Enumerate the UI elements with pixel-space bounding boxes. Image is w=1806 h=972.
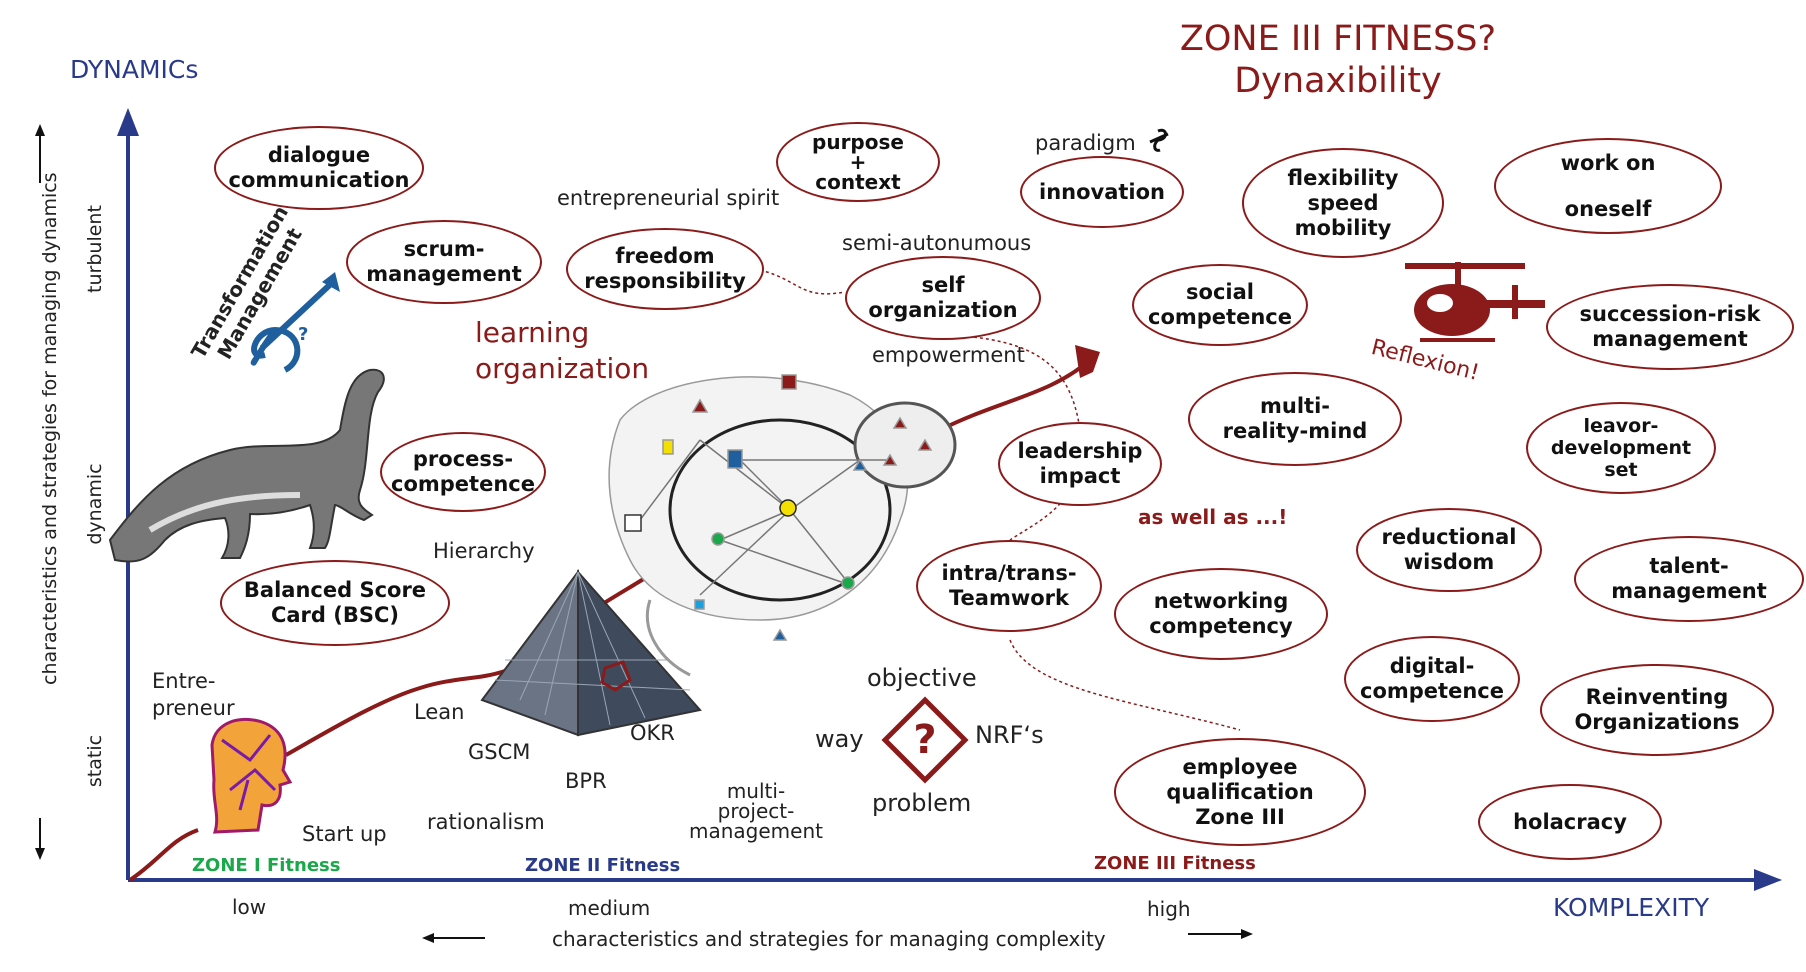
x-axis-arrowhead	[1754, 869, 1782, 891]
way-label: way	[815, 725, 864, 753]
zone-2-label: ZONE II Fitness	[525, 855, 681, 876]
pyramid-icon	[480, 569, 702, 737]
bubble-intra-trans-teamwork: intra/trans- Teamwork	[916, 540, 1102, 632]
okr-label: OKR	[630, 721, 675, 745]
bubble-digital-competence: digital- competence	[1344, 636, 1520, 722]
bubble-leavor-development-set: leavor- development set	[1526, 402, 1716, 494]
growth-curve-upper	[939, 358, 1092, 432]
paradigm-label: paradigm	[1035, 131, 1136, 155]
bubble-flexibility-speed-mobility: flexibility speed mobility	[1242, 148, 1444, 258]
nrf-label: NRF‘s	[975, 721, 1044, 749]
bubble-leadership-impact: leadership impact	[998, 422, 1162, 506]
bubble-self-organization: self organization	[845, 256, 1041, 340]
bubble-scrum-management: scrum- management	[346, 220, 542, 304]
y-axis-caption: characteristics and strategies for manag…	[39, 172, 61, 685]
bubble-freedom-responsibility: freedom responsibility	[566, 228, 764, 310]
rationalism-label: rationalism	[427, 810, 545, 834]
dinosaur-icon	[108, 368, 385, 563]
multi-project-management-label: multi- project- management	[689, 779, 823, 843]
title-line2: Dynaxibility	[1234, 61, 1442, 101]
y-level-turbulent: turbulent	[84, 205, 106, 293]
empowerment-label: empowerment	[872, 343, 1025, 367]
question-mark-icon: ?	[298, 324, 308, 345]
title-line1: ZONE III FITNESS?	[1179, 19, 1497, 59]
bubble-reinventing-organizations: Reinventing Organizations	[1540, 664, 1774, 756]
bubble-holacracy: holacracy	[1478, 784, 1662, 860]
bubble-social-competence: social competence	[1132, 264, 1308, 346]
bubble-networking-competency: networking competency	[1114, 568, 1328, 660]
bubble-work-on-oneself: work on oneself	[1494, 138, 1722, 234]
head-icon	[210, 717, 293, 834]
helicopter-icon	[1405, 262, 1545, 342]
diagram-title: ZONE III FITNESS? Dynaxibility	[1128, 18, 1548, 102]
x-axis-caption: characteristics and strategies for manag…	[552, 927, 1106, 951]
question-diamond-icon	[881, 696, 969, 784]
bubble-innovation: innovation	[1020, 156, 1184, 228]
bubble-process-competence: process- competence	[380, 432, 546, 512]
bubble-reductional-wisdom: reductional wisdom	[1356, 508, 1542, 592]
semi-autonomous-label: semi-autonumous	[842, 231, 1032, 255]
x-level-medium: medium	[568, 896, 651, 920]
y-level-dynamic: dynamic	[84, 463, 106, 545]
growth-curve-arrowhead	[1075, 345, 1100, 378]
bubble-succession-risk-management: succession-risk management	[1546, 284, 1794, 370]
x-axis-title: KOMPLEXITY	[1553, 893, 1710, 922]
bubble-employee-qualification: employee qualification Zone III	[1114, 738, 1366, 846]
entrepreneurial-spirit-label: entrepreneurial spirit	[557, 186, 780, 210]
zone-3-label: ZONE III Fitness	[1094, 853, 1256, 874]
start-up-label: Start up	[302, 822, 387, 846]
gscm-label: GSCM	[468, 740, 531, 764]
bubble-purpose-context: purpose + context	[776, 122, 940, 202]
network-icon	[608, 374, 957, 677]
bubble-dialogue-communication: dialogue communication	[214, 126, 424, 210]
bubble-talent-management: talent- management	[1574, 536, 1804, 622]
y-axis-arrowhead	[117, 108, 139, 136]
entrepreneur-label: Entre- preneur	[152, 669, 235, 720]
question-diamond-mark: ?	[913, 717, 937, 763]
transformation-curl-icon	[250, 277, 338, 373]
bpr-label: BPR	[565, 769, 607, 793]
as-well-as-label: as well as ...!	[1138, 505, 1288, 529]
y-axis-title: DYNAMICs	[70, 55, 199, 84]
x-level-high: high	[1147, 897, 1191, 921]
learning-organization-label: learning organization	[475, 316, 650, 385]
objective-label: objective	[867, 664, 977, 692]
lean-label: Lean	[414, 700, 465, 724]
paradigm-icon	[1149, 128, 1169, 152]
x-level-low: low	[232, 895, 267, 919]
y-level-static: static	[84, 734, 106, 788]
bubble-balanced-score-card: Balanced Score Card (BSC)	[220, 560, 450, 646]
zone-1-label: ZONE I Fitness	[192, 855, 341, 876]
problem-label: problem	[872, 789, 972, 817]
hierarchy-label: Hierarchy	[433, 539, 535, 563]
bubble-multi-reality-mind: multi- reality-mind	[1188, 372, 1402, 466]
